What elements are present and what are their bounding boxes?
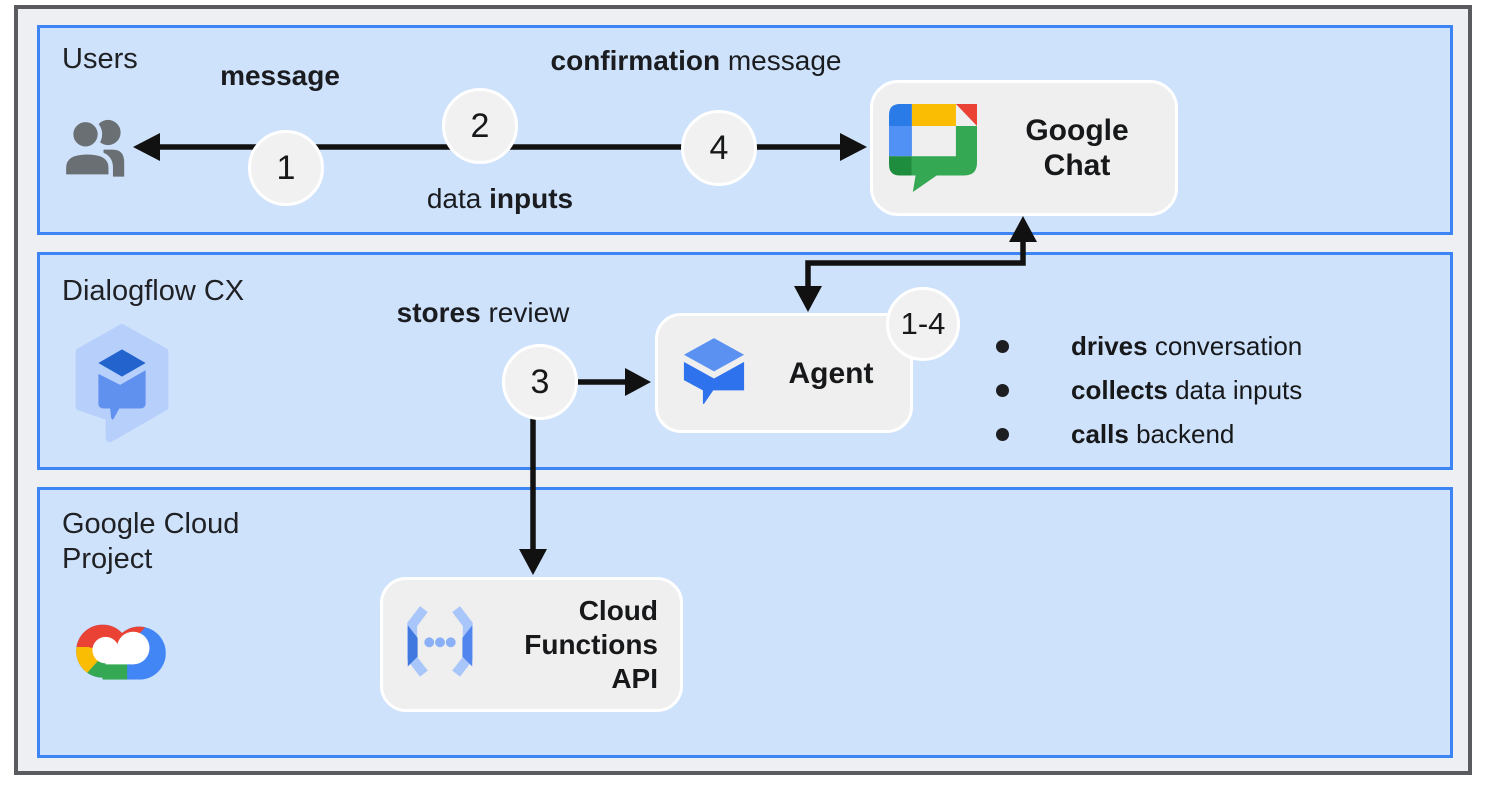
bullet-text: drives conversation bbox=[1071, 331, 1303, 361]
agent-bullet-list: drives conversation collects data inputs… bbox=[996, 331, 1302, 463]
dialogflow-agent-icon bbox=[683, 338, 745, 405]
bullet-dot bbox=[996, 427, 1009, 441]
bullet-text: collects data inputs bbox=[1071, 375, 1303, 405]
step-circle-4: 4 bbox=[681, 110, 757, 186]
node-google-chat: Google Chat bbox=[870, 80, 1178, 216]
node-agent-label: Agent bbox=[788, 356, 874, 390]
band-gcp-label: Google Cloud Project bbox=[62, 508, 240, 575]
bullet-dot bbox=[996, 383, 1009, 397]
step-circle-1: 1 bbox=[248, 130, 324, 206]
bullet-collects-data-inputs: collects data inputs bbox=[996, 375, 1302, 405]
band-users-label: Users bbox=[62, 43, 138, 75]
step-circle-2: 2 bbox=[442, 88, 518, 164]
cloud-functions-icon bbox=[407, 605, 473, 677]
edge-label-confirmation-message: confirmation message bbox=[550, 45, 842, 76]
users-icon bbox=[61, 117, 125, 179]
google-cloud-logo bbox=[76, 624, 166, 680]
node-cloud-functions-label: Cloud Functions API bbox=[524, 594, 658, 694]
node-agent: Agent bbox=[655, 313, 913, 433]
node-google-chat-label: Google Chat bbox=[1025, 114, 1129, 182]
bullet-dot bbox=[996, 339, 1009, 353]
edge-label-data-inputs: data inputs bbox=[426, 183, 574, 214]
bullet-text: calls backend bbox=[1071, 419, 1235, 449]
edge-label-message: message bbox=[220, 60, 340, 91]
band-dialogflow-label: Dialogflow CX bbox=[62, 275, 245, 307]
edge-label-stores-review: stores review bbox=[396, 297, 570, 328]
node-cloud-functions: Cloud Functions API bbox=[380, 577, 683, 712]
band-google-cloud-project bbox=[37, 487, 1453, 758]
bullet-drives-conversation: drives conversation bbox=[996, 331, 1302, 361]
dialogflow-cx-logo bbox=[75, 323, 169, 443]
google-chat-logo bbox=[889, 104, 977, 192]
step-circle-3: 3 bbox=[502, 344, 578, 420]
bullet-calls-backend: calls backend bbox=[996, 419, 1302, 449]
step-range-badge: 1-4 bbox=[886, 287, 960, 361]
